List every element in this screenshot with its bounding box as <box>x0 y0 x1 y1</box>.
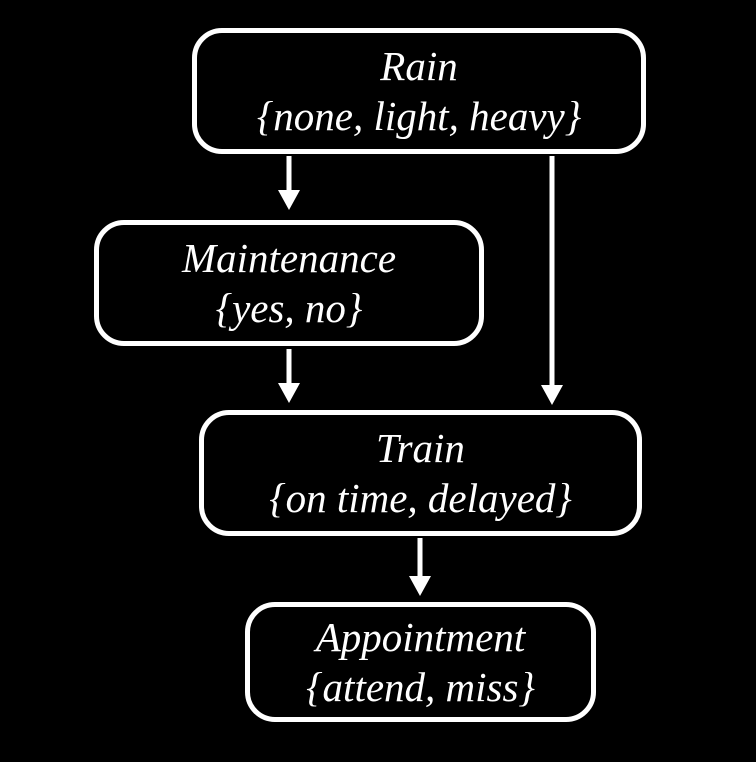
edge-rain-to-maintenance <box>278 156 300 210</box>
node-rain: Rain {none, light, heavy} <box>192 28 646 154</box>
node-appointment: Appointment {attend, miss} <box>245 602 596 722</box>
node-appointment-label: Appointment <box>315 613 526 660</box>
node-maintenance: Maintenance {yes, no} <box>94 220 484 346</box>
edge-rain-to-train <box>541 156 563 405</box>
node-maintenance-domain: {yes, no} <box>215 285 363 331</box>
arrowhead-down-icon <box>541 385 563 405</box>
node-train-label: Train <box>376 424 465 471</box>
edge-maintenance-to-train <box>278 349 300 403</box>
node-train: Train {on time, delayed} <box>199 410 642 536</box>
arrowhead-down-icon <box>278 190 300 210</box>
node-rain-label: Rain <box>380 42 458 89</box>
node-maintenance-label: Maintenance <box>181 234 397 281</box>
edge-train-to-appointment <box>409 538 431 596</box>
node-appointment-domain: {attend, miss} <box>306 664 535 710</box>
arrowhead-down-icon <box>409 576 431 596</box>
node-train-domain: {on time, delayed} <box>269 475 572 521</box>
node-rain-domain: {none, light, heavy} <box>256 93 582 139</box>
arrowhead-down-icon <box>278 383 300 403</box>
